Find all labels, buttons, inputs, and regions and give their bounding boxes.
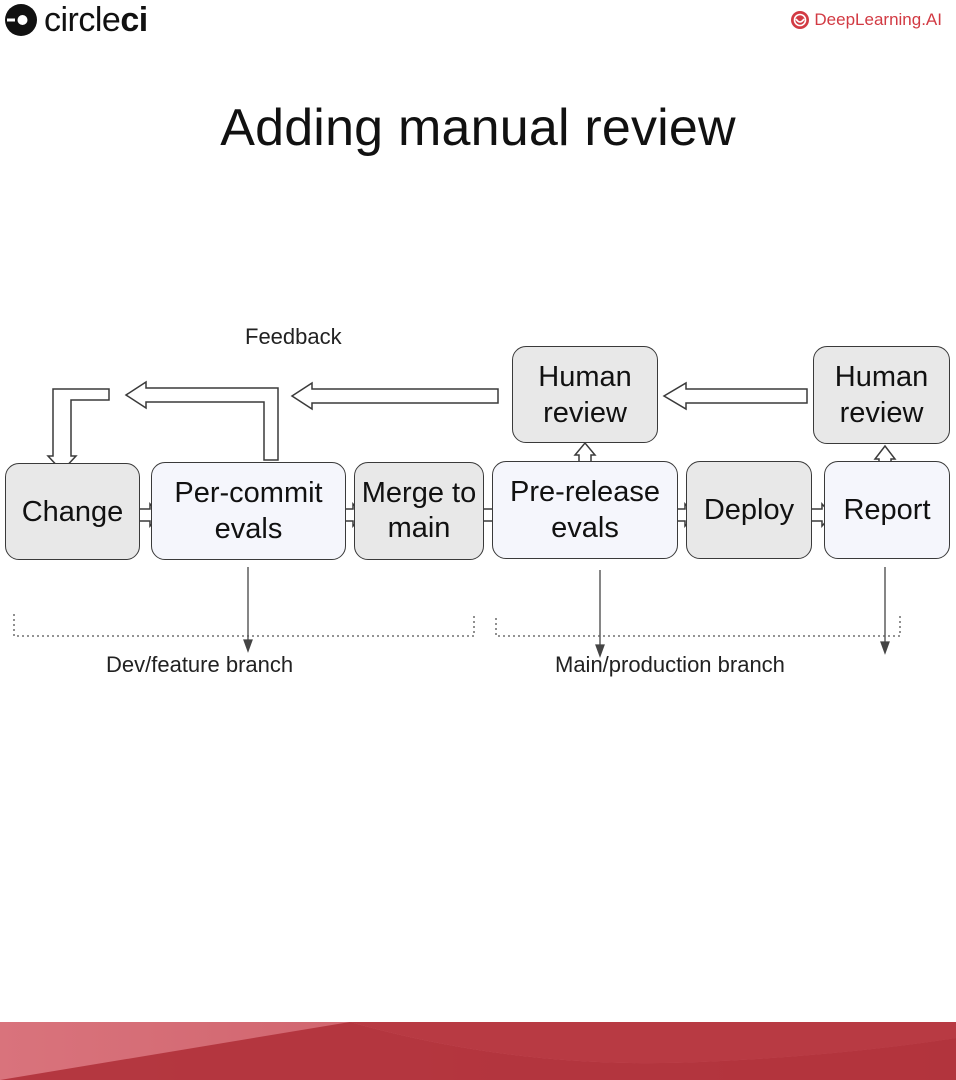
deeplearning-ai-logo-icon [791, 11, 810, 29]
main-branch-bracket [495, 616, 901, 637]
main-branch-label: Main/production branch [555, 652, 785, 677]
feedback-loop-arrow [124, 380, 279, 461]
feedback-down-arrow [46, 388, 110, 473]
human-review-box-1: Human review [512, 346, 658, 443]
deeplearning-ai-logo: DeepLearning.AI [790, 10, 942, 30]
circleci-wordmark: circleci [44, 1, 148, 39]
slide-title: Adding manual review [220, 99, 736, 157]
circleci-logo-icon [5, 4, 37, 36]
change-box: Change [5, 463, 140, 560]
deploy-box: Deploy [686, 461, 812, 559]
human-review-box-2: Human review [813, 346, 950, 444]
feedback-arrow-2 [662, 381, 808, 411]
dev-branch-bracket [13, 614, 475, 637]
feedback-arrow-1 [290, 381, 499, 411]
pre-release-evals-box: Pre-release evals [492, 461, 678, 559]
feedback-label: Feedback [245, 324, 342, 349]
merge-to-main-box: Merge to main [354, 462, 484, 560]
circleci-logo: circleci [4, 2, 148, 38]
deeplearning-ai-wordmark: DeepLearning.AI [814, 10, 942, 29]
per-commit-evals-box: Per-commit evals [151, 462, 346, 560]
dev-branch-label: Dev/feature branch [106, 652, 294, 677]
report-box: Report [824, 461, 950, 559]
footer-band [0, 1022, 956, 1080]
